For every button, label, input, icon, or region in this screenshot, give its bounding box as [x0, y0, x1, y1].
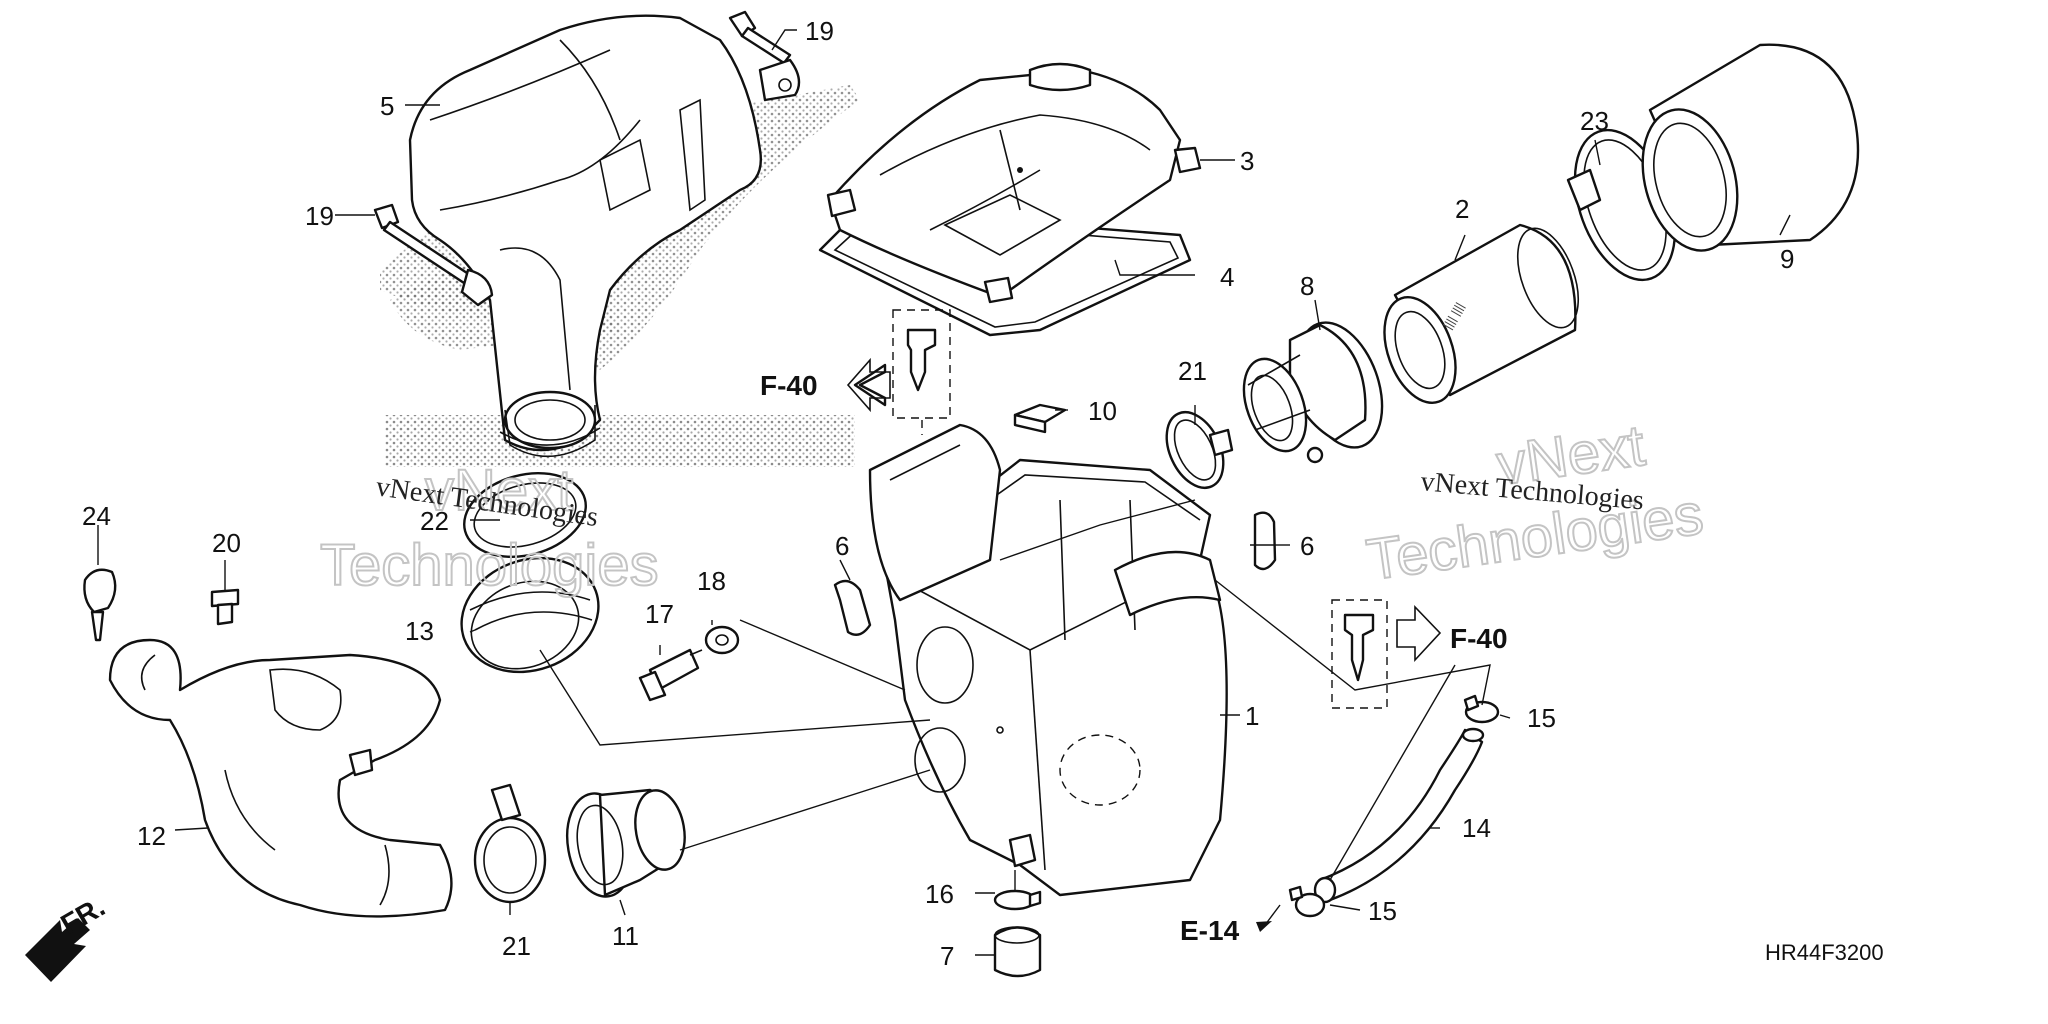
- part-15-clip-upper: [1463, 694, 1500, 724]
- part-16-clip: [993, 889, 1042, 911]
- callout-12: 12: [137, 821, 166, 851]
- part-3-clip: [1173, 146, 1235, 174]
- ref-e14: E-14: [1180, 915, 1240, 946]
- callout-7: 7: [940, 941, 954, 971]
- diagram-code: HR44F3200: [1765, 940, 1884, 965]
- front-direction-arrow: FR.: [25, 891, 110, 982]
- part-6-clip-right: [1253, 511, 1277, 571]
- callout-20: 20: [212, 528, 241, 558]
- part-14-drain-tube: [1313, 727, 1485, 904]
- part-13-intake-tube: [460, 556, 600, 674]
- callout-21b: 21: [502, 931, 531, 961]
- watermark-right: vNext Technologies vNext Technologies: [1362, 412, 1708, 594]
- part-18-grommet: [704, 625, 740, 655]
- callout-19b: 19: [305, 201, 334, 231]
- callout-23: 23: [1580, 106, 1609, 136]
- part-21-clamp-lower: [473, 783, 547, 904]
- callout-9: 9: [1780, 244, 1794, 274]
- callout-6b: 6: [1300, 531, 1314, 561]
- part-8-connecting-tube: [1242, 321, 1384, 464]
- callout-17: 17: [645, 599, 674, 629]
- callout-21a: 21: [1178, 356, 1207, 386]
- watermark-left: vNext Technologies vNext Technologies: [319, 457, 660, 599]
- callout-6a: 6: [835, 531, 849, 561]
- part-10-sponge-pad: [1013, 403, 1067, 434]
- part-22-band: [463, 471, 587, 559]
- ref-f40-right: F-40: [1450, 623, 1508, 654]
- watermark-left-big-2: Technologies: [320, 533, 659, 598]
- arrowhead-e14: [1256, 921, 1272, 932]
- callout-1: 1: [1245, 701, 1259, 731]
- callout-19a: 19: [805, 16, 834, 46]
- callout-14: 14: [1462, 813, 1491, 843]
- callout-11: 11: [612, 921, 639, 951]
- part-9-filter-cover: [1641, 43, 1860, 252]
- reference-arrow-left: [846, 357, 891, 413]
- air-cleaner-lid: [826, 62, 1182, 304]
- callout-2: 2: [1455, 194, 1469, 224]
- part-11-connecting-tube: [566, 788, 686, 898]
- callout-3: 3: [1240, 146, 1254, 176]
- part-17-sensor: [638, 648, 703, 702]
- callout-22: 22: [420, 506, 449, 536]
- callout-13: 13: [405, 616, 434, 646]
- part-19-bolt-upper: [728, 10, 801, 102]
- part-5-air-intake-cover: [408, 14, 762, 458]
- part-2-filter-element: |||| ||||: [1383, 223, 1580, 405]
- callout-16: 16: [925, 879, 954, 909]
- part-24-clip: [83, 568, 117, 642]
- leader-lines: [97, 29, 1791, 956]
- watermark-left-big-1: vNext: [425, 458, 573, 523]
- part-1-air-cleaner-case: [868, 423, 1228, 897]
- part-21-clamp-upper: [1165, 411, 1234, 489]
- push-clip-lower: [1331, 599, 1388, 709]
- callout-8: 8: [1300, 271, 1314, 301]
- callout-18: 18: [697, 566, 726, 596]
- part-7-drain-cap: [993, 926, 1042, 978]
- part-6-clip-left: [833, 579, 872, 636]
- callout-24: 24: [82, 501, 111, 531]
- part-12-inlet-duct: [108, 638, 453, 918]
- callout-numbers: 1 2 3 4 5 6 6 7 8 9 10 11 12 13 14 15 15…: [82, 16, 1794, 971]
- part-20-rivet: [210, 588, 240, 626]
- part-19-bolt-left: [373, 203, 494, 307]
- callout-10: 10: [1088, 396, 1117, 426]
- callout-15b: 15: [1368, 896, 1397, 926]
- reference-arrow-right: [1396, 605, 1442, 663]
- ref-f40-left: F-40: [760, 370, 818, 401]
- callout-5: 5: [380, 91, 394, 121]
- callout-15a: 15: [1527, 703, 1556, 733]
- callout-4: 4: [1220, 262, 1234, 292]
- part-15-clip-lower: [1288, 885, 1326, 918]
- push-clip-upper: [892, 309, 951, 435]
